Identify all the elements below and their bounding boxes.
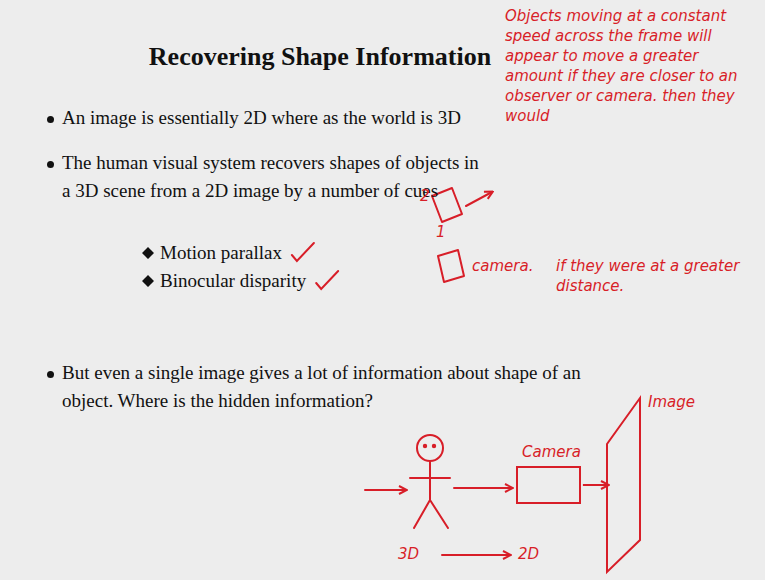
- handwritten-note: camera.: [472, 256, 533, 276]
- node-label: Camera: [516, 442, 581, 462]
- camera-rect: [516, 466, 581, 504]
- camera-box: Camera: [516, 442, 581, 504]
- dimension-label: 3D: [398, 544, 419, 564]
- mapping-arrow: [442, 554, 510, 556]
- pointer-arrow: [466, 192, 492, 206]
- handwritten-note: if they were at a greater distance.: [556, 256, 746, 296]
- bullet-dot: [47, 371, 54, 378]
- slide-title: Recovering Shape Information: [80, 42, 560, 72]
- object-sketch: [438, 250, 464, 282]
- image-plane-outline: [604, 392, 714, 576]
- handwritten-note: Objects moving at a constant speed acros…: [505, 6, 761, 126]
- sub-bullet-symbol: [142, 247, 154, 287]
- corner-number: 2: [420, 186, 430, 206]
- person-figure: [410, 435, 450, 528]
- image-plane: Image: [604, 392, 714, 576]
- bullet-text: An image is essentially 2D where as the …: [62, 104, 522, 132]
- check-mark: [316, 271, 338, 289]
- corner-number: 1: [436, 222, 446, 242]
- bullet-dot: [47, 116, 54, 123]
- node-label: Image: [648, 392, 695, 412]
- check-mark: [292, 243, 314, 261]
- bullet-text: But even a single image gives a lot of i…: [62, 359, 622, 415]
- bullet-dot: [47, 161, 54, 168]
- sub-bullet-text: Binocular disparity: [160, 268, 306, 294]
- sub-bullet-text: Motion parallax: [160, 240, 282, 266]
- view-arrow: [454, 487, 512, 489]
- arrow-connector: [583, 484, 608, 486]
- dimension-label: 2D: [518, 544, 539, 564]
- view-arrow: [365, 489, 406, 491]
